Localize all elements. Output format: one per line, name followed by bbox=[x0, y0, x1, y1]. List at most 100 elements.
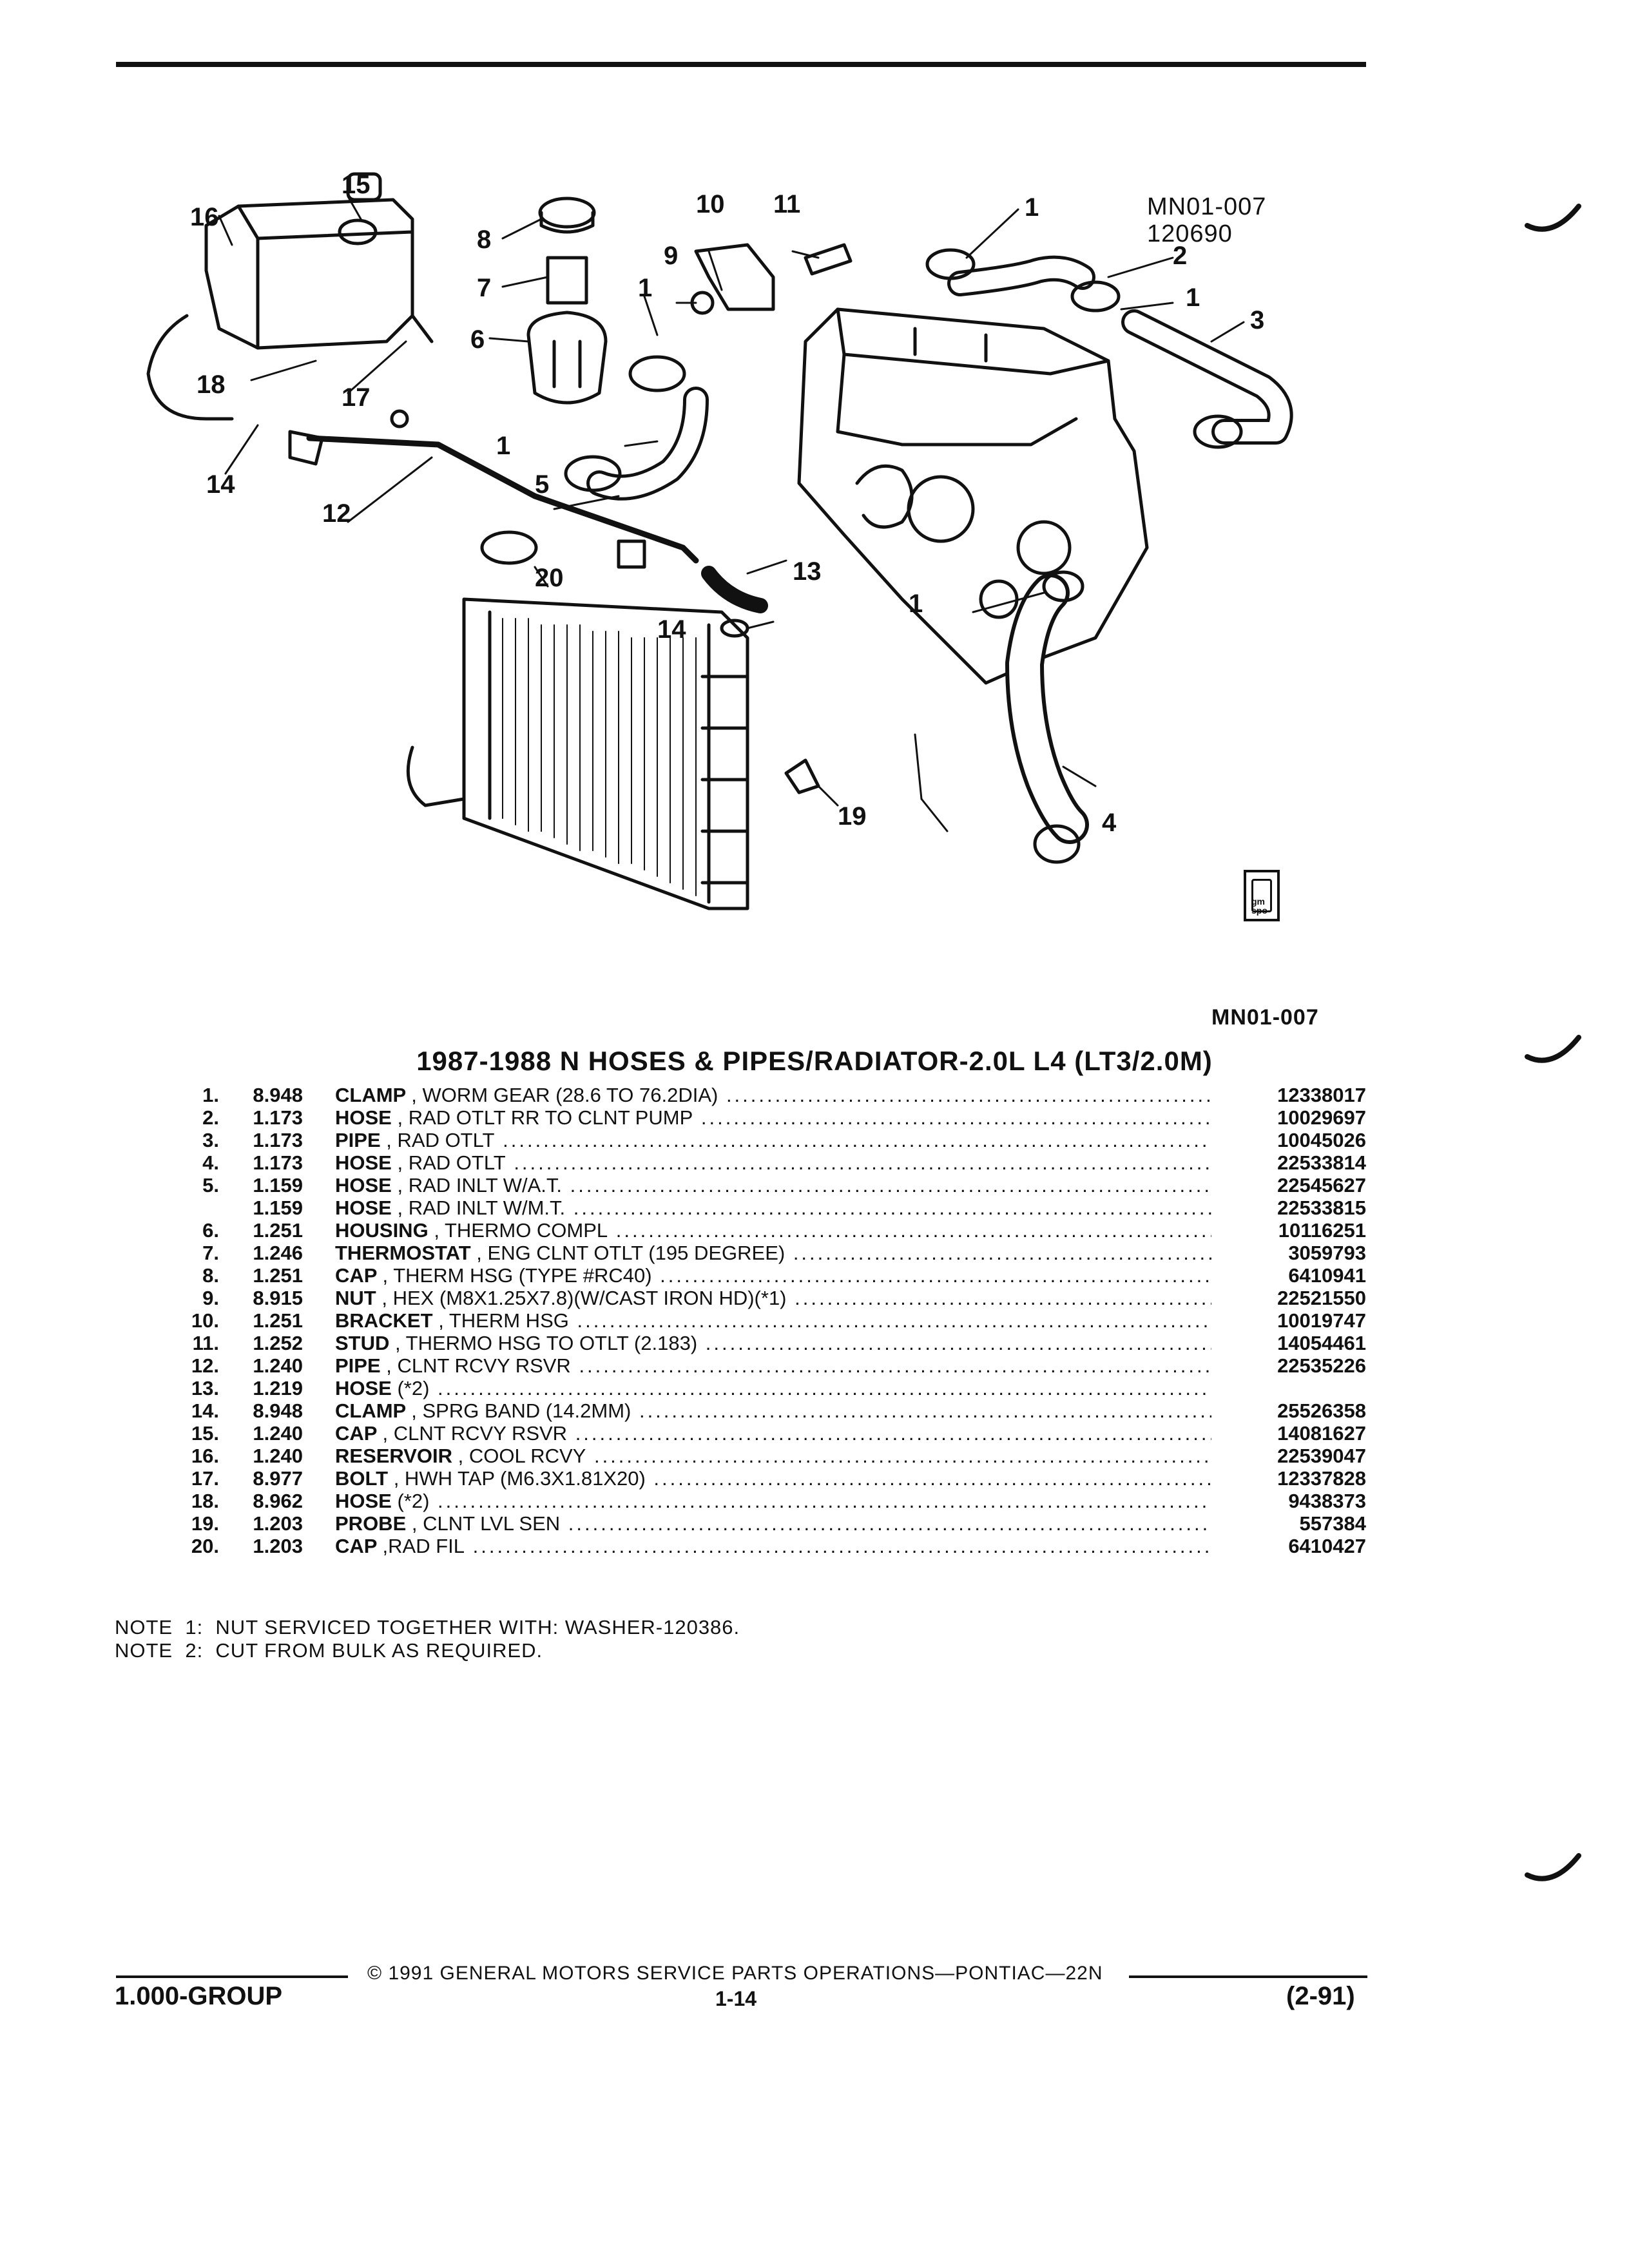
callout-14b: 14 bbox=[657, 615, 686, 644]
part-description: HOSE , RAD OTLT bbox=[335, 1151, 1211, 1174]
item-number: 20. bbox=[191, 1535, 219, 1557]
group-number: 1.159 bbox=[253, 1196, 303, 1219]
group-number: 8.948 bbox=[253, 1399, 303, 1422]
item-number: 8. bbox=[202, 1264, 219, 1287]
part-detail: , THERMO HSG TO OTLT (2.183) bbox=[395, 1332, 698, 1354]
part-description: NUT , HEX (M8X1.25X7.8)(W/CAST IRON HD)(… bbox=[335, 1287, 1211, 1309]
part-number: 22533814 bbox=[1218, 1151, 1366, 1174]
part-name: HOUSING bbox=[335, 1219, 429, 1242]
group-number: 1.240 bbox=[253, 1354, 303, 1377]
part-detail: , CLNT LVL SEN bbox=[411, 1512, 561, 1535]
item-number: 17. bbox=[191, 1467, 219, 1490]
part-detail: (*2) bbox=[397, 1377, 430, 1399]
part-number: 12338017 bbox=[1218, 1084, 1366, 1106]
callout-8: 8 bbox=[477, 226, 491, 254]
notes: NOTE 1: NUT SERVICED TOGETHER WITH: WASH… bbox=[115, 1616, 740, 1662]
part-number: 25526358 bbox=[1218, 1399, 1366, 1422]
top-rule bbox=[116, 62, 1366, 67]
part-detail: , WORM GEAR (28.6 TO 76.2DIA) bbox=[411, 1084, 718, 1106]
part-name: THERMOSTAT bbox=[335, 1242, 471, 1264]
part-description: CAP ,RAD FIL bbox=[335, 1535, 1211, 1557]
part-number: 9438373 bbox=[1218, 1490, 1366, 1512]
item-number: 1. bbox=[202, 1084, 219, 1106]
part-description: CLAMP , SPRG BAND (14.2MM) bbox=[335, 1399, 1211, 1422]
callout-1b: 1 bbox=[496, 432, 510, 460]
group-number: 1.173 bbox=[253, 1106, 303, 1129]
part-detail: , RAD OTLT bbox=[386, 1129, 495, 1151]
group-number: 1.203 bbox=[253, 1535, 303, 1557]
part-name: PROBE bbox=[335, 1512, 407, 1535]
part-number: 22521550 bbox=[1218, 1287, 1366, 1309]
item-number: 11. bbox=[192, 1332, 219, 1354]
part-description: RESERVOIR , COOL RCVY bbox=[335, 1445, 1211, 1467]
part-detail: , CLNT RCVY RSVR bbox=[386, 1354, 571, 1377]
callout-3: 3 bbox=[1250, 306, 1264, 334]
part-description: BRACKET , THERM HSG bbox=[335, 1309, 1211, 1332]
part-name: HOSE bbox=[335, 1490, 392, 1512]
thermostat-housing bbox=[526, 197, 608, 405]
item-number: 6. bbox=[202, 1219, 219, 1242]
group-number: 8.977 bbox=[253, 1467, 303, 1490]
part-detail: , THERM HSG bbox=[438, 1309, 569, 1332]
part-name: HOSE bbox=[335, 1377, 392, 1399]
callout-1e: 1 bbox=[909, 590, 923, 618]
callout-5: 5 bbox=[535, 470, 549, 499]
part-description: PROBE , CLNT LVL SEN bbox=[335, 1512, 1211, 1535]
part-detail: , THERM HSG (TYPE #RC40) bbox=[382, 1264, 652, 1287]
item-number: 16. bbox=[191, 1445, 219, 1467]
group-number: 8.915 bbox=[253, 1287, 303, 1309]
item-number: 2. bbox=[202, 1106, 219, 1129]
item-number: 12. bbox=[191, 1354, 219, 1377]
part-description: THERMOSTAT , ENG CLNT OTLT (195 DEGREE) bbox=[335, 1242, 1211, 1264]
part-detail: , SPRG BAND (14.2MM) bbox=[411, 1399, 631, 1422]
callout-11: 11 bbox=[773, 190, 800, 218]
part-description: PIPE , RAD OTLT bbox=[335, 1129, 1211, 1151]
group-number: 1.252 bbox=[253, 1332, 303, 1354]
footer-rule-left bbox=[116, 1975, 348, 1978]
group-number: 1.246 bbox=[253, 1242, 303, 1264]
item-number: 19. bbox=[191, 1512, 219, 1535]
note-2: NOTE 2: CUT FROM BULK AS REQUIRED. bbox=[115, 1639, 543, 1662]
part-description: HOSE (*2) bbox=[335, 1490, 1211, 1512]
callout-16: 16 bbox=[190, 203, 219, 231]
item-number: 5. bbox=[202, 1174, 219, 1196]
note-1: NOTE 1: NUT SERVICED TOGETHER WITH: WASH… bbox=[115, 1616, 740, 1639]
gm-spo-logo-text: gm spo bbox=[1251, 896, 1268, 916]
part-description: HOSE (*2) bbox=[335, 1377, 1211, 1399]
binder-mark-icon bbox=[1525, 204, 1581, 232]
radiator bbox=[406, 597, 749, 910]
item-number: 13. bbox=[191, 1377, 219, 1399]
exploded-parts-diagram: 15 16 18 17 14 12 8 7 6 1 1 5 10 11 9 1 … bbox=[146, 171, 1293, 910]
callout-19: 19 bbox=[838, 802, 867, 831]
part-detail: , RAD INLT W/M.T. bbox=[397, 1196, 566, 1219]
part-detail: , COOL RCVY bbox=[458, 1445, 586, 1467]
part-description: HOUSING , THERMO COMPL bbox=[335, 1219, 1211, 1242]
part-number: 6410941 bbox=[1218, 1264, 1366, 1287]
callout-6: 6 bbox=[470, 325, 485, 354]
callout-13: 13 bbox=[793, 557, 822, 586]
callout-1d: 1 bbox=[1186, 284, 1200, 312]
callout-10: 10 bbox=[696, 190, 725, 218]
footer-group: 1.000-GROUP bbox=[115, 1982, 283, 2010]
callout-4: 4 bbox=[1102, 809, 1117, 837]
callout-14a: 14 bbox=[206, 470, 235, 499]
part-name: HOSE bbox=[335, 1196, 392, 1219]
part-number: 22539047 bbox=[1218, 1445, 1366, 1467]
part-description: HOSE , RAD INLT W/A.T. bbox=[335, 1174, 1211, 1196]
part-number: 22545627 bbox=[1218, 1174, 1366, 1196]
callout-9: 9 bbox=[664, 242, 678, 270]
item-number: 18. bbox=[191, 1490, 219, 1512]
part-name: BRACKET bbox=[335, 1309, 433, 1332]
